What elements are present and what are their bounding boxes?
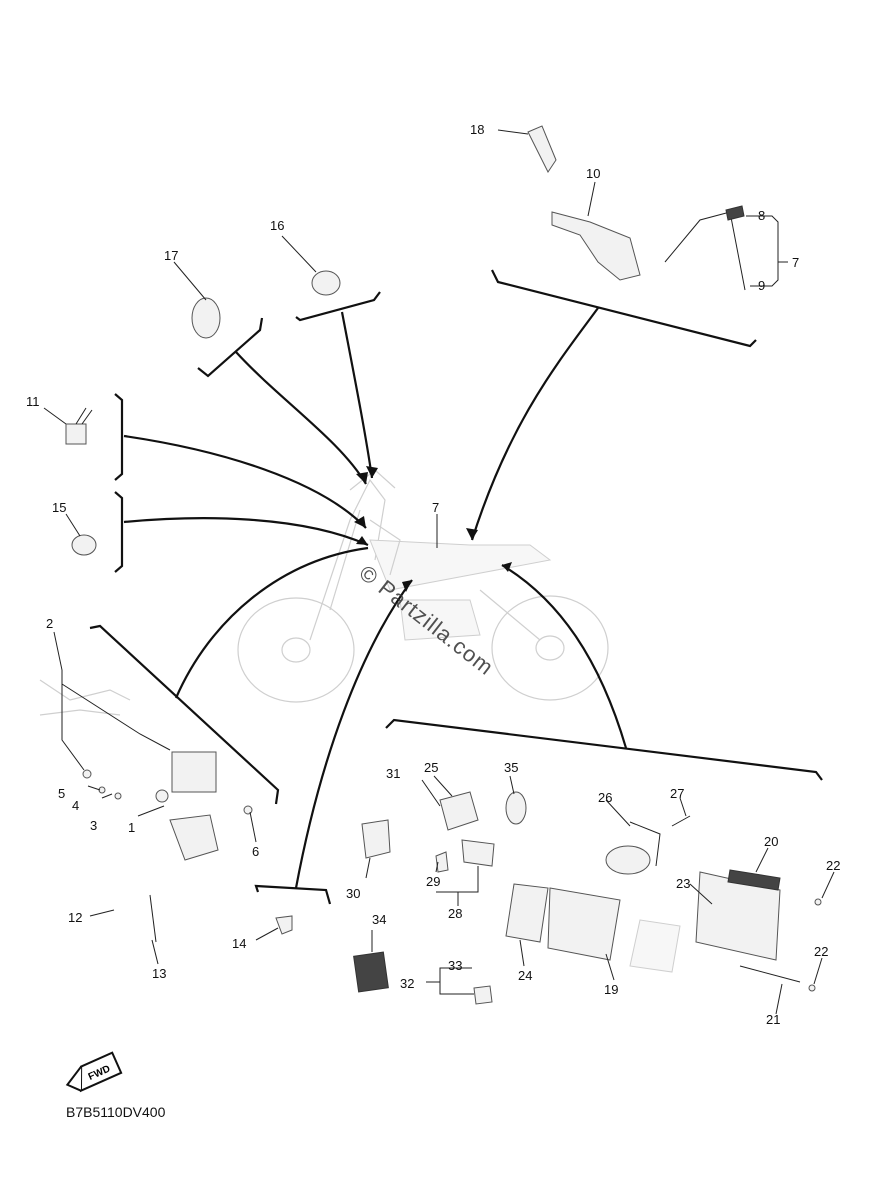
callout-5: 5	[58, 786, 65, 801]
part-34-drawing	[353, 951, 389, 993]
callout-13: 13	[152, 966, 166, 981]
part-30-drawing	[361, 819, 391, 859]
part-2-drawing	[39, 679, 131, 716]
callout-20: 20	[764, 834, 778, 849]
part-28-drawing	[461, 839, 495, 867]
callout-7-group: 7	[792, 255, 799, 270]
callout-31: 31	[386, 766, 400, 781]
bracket-bottom-right	[385, 718, 823, 781]
callout-7-bike: 7	[432, 500, 439, 515]
callout-1: 1	[128, 820, 135, 835]
part-33-drawing	[473, 985, 493, 1005]
part-5-drawing	[82, 769, 92, 779]
bracket-part-17	[197, 317, 264, 378]
callout-21: 21	[766, 1012, 780, 1027]
callout-9: 9	[758, 278, 765, 293]
callout-11: 11	[26, 394, 40, 409]
callout-25: 25	[424, 760, 438, 775]
callout-2: 2	[46, 616, 53, 631]
leader-lines	[43, 129, 835, 1015]
fwd-arrow-badge: FWD	[65, 1051, 123, 1093]
callout-12: 12	[68, 910, 82, 925]
bracket-left	[89, 624, 280, 805]
part-23-drawing	[629, 919, 681, 973]
callout-30: 30	[346, 886, 360, 901]
callout-3: 3	[90, 818, 97, 833]
callout-19: 19	[604, 982, 618, 997]
diagram-code: B7B5110DV400	[66, 1104, 166, 1120]
part-22b-drawing	[808, 984, 816, 992]
part-3-drawing	[114, 792, 122, 800]
part-21-drawing	[739, 965, 801, 983]
callout-33: 33	[448, 958, 462, 973]
callout-16: 16	[270, 218, 284, 233]
bracket-part-15	[114, 491, 124, 573]
callout-10: 10	[586, 166, 600, 181]
callout-4: 4	[72, 798, 79, 813]
pointer-arrows	[123, 307, 628, 889]
callout-26: 26	[598, 790, 612, 805]
callout-29: 29	[426, 874, 440, 889]
bracket-part-16	[295, 291, 381, 322]
part-27-drawing	[671, 815, 691, 827]
callout-22-top: 22	[826, 858, 840, 873]
part-drawings	[39, 125, 822, 1005]
part-1-drawing	[171, 751, 217, 793]
callout-35: 35	[504, 760, 518, 775]
part-19-drawing	[547, 887, 621, 961]
part-25-drawing	[439, 791, 479, 831]
callout-22-bottom: 22	[814, 944, 828, 959]
callout-27: 27	[670, 786, 684, 801]
part-22a-drawing	[814, 898, 822, 906]
callout-17: 17	[164, 248, 178, 263]
part-11-drawing	[65, 423, 87, 445]
callout-34: 34	[372, 912, 386, 927]
part-13-drawing	[149, 894, 157, 943]
part-24-drawing	[505, 883, 549, 943]
callout-6: 6	[252, 844, 259, 859]
part-8-9-drawing	[664, 211, 746, 291]
bracket-top-right	[491, 269, 757, 348]
callout-14: 14	[232, 936, 246, 951]
part-10-drawing	[551, 211, 641, 281]
part-14-drawing	[275, 915, 293, 935]
part-17-drawing	[191, 297, 221, 339]
group-brackets	[89, 269, 823, 905]
callout-23: 23	[676, 876, 690, 891]
callout-15: 15	[52, 500, 66, 515]
part-18-drawing	[527, 125, 557, 173]
part-15-drawing	[71, 534, 97, 556]
bracket-part-14	[254, 884, 332, 905]
part-16-drawing	[311, 270, 341, 296]
callout-28: 28	[448, 906, 462, 921]
bracket-part-11	[114, 393, 124, 481]
callout-8: 8	[758, 208, 765, 223]
part-26-drawing	[629, 821, 661, 867]
motorcycle-silhouette	[237, 469, 609, 703]
callout-32: 32	[400, 976, 414, 991]
callout-labels: 1 2 3 4 5 6 7 7 8 9 10 11 12 13 14 15 16…	[26, 122, 840, 1027]
part-6-drawing	[243, 805, 253, 815]
callout-24: 24	[518, 968, 532, 983]
callout-18: 18	[470, 122, 484, 137]
part-35-drawing	[505, 791, 527, 825]
